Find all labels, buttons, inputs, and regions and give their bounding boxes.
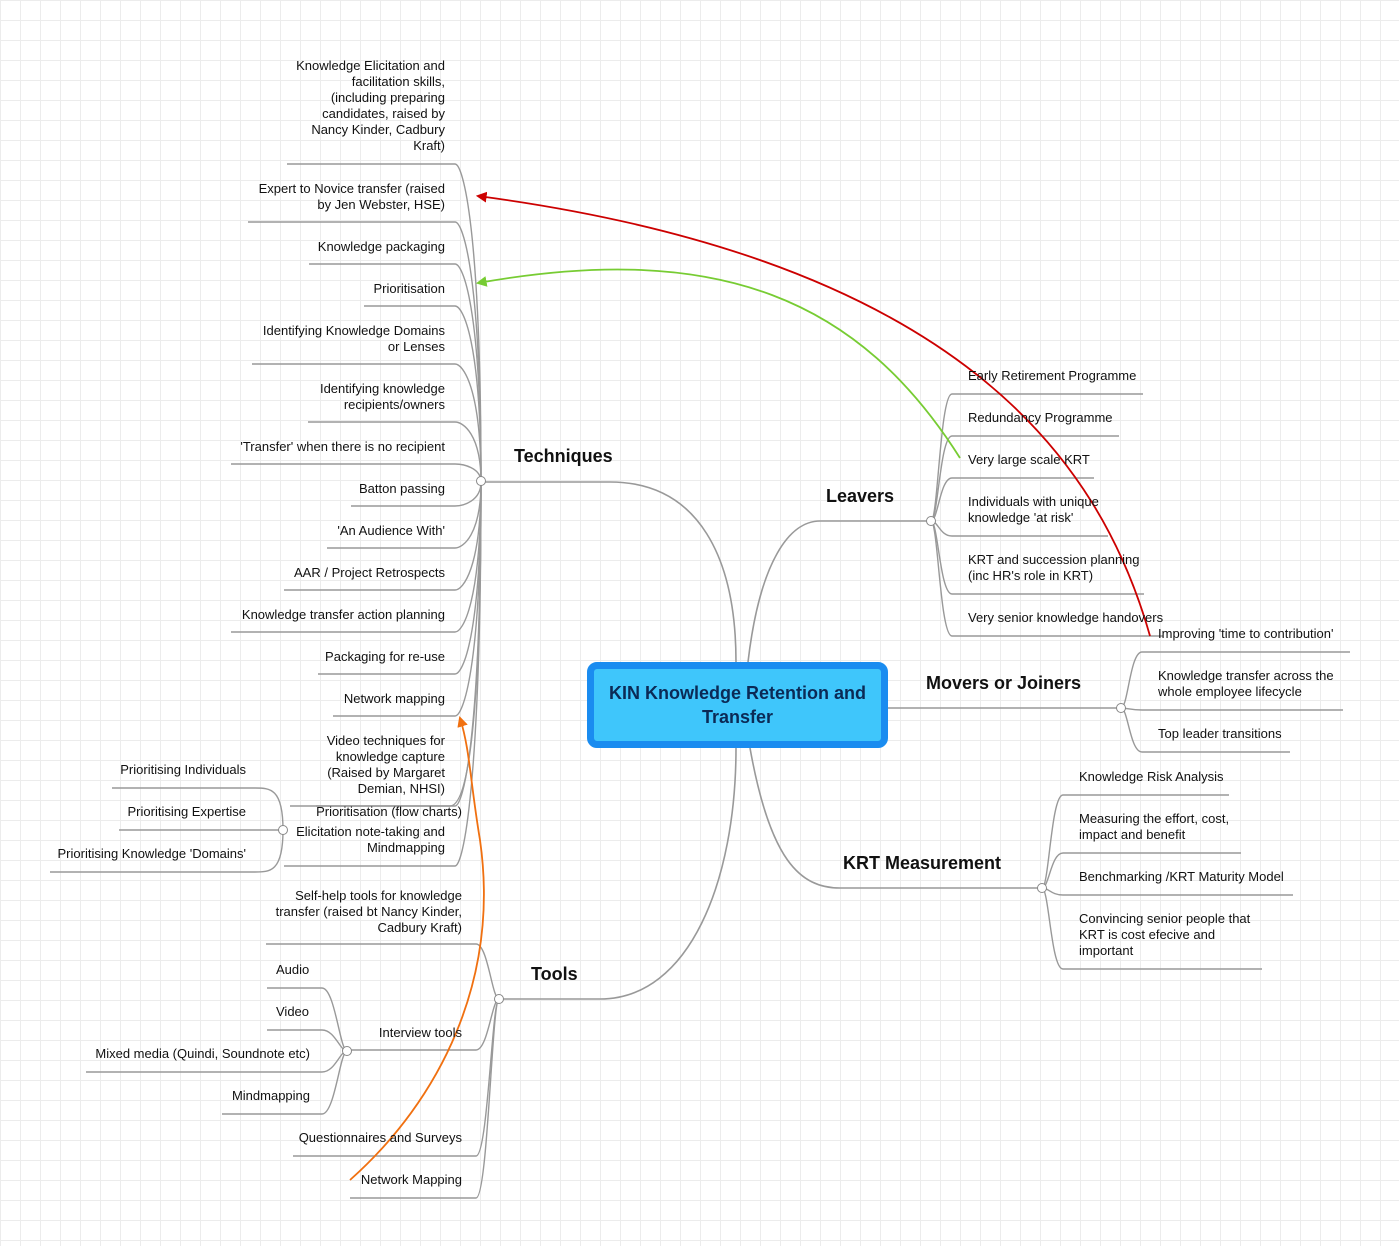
techniques-item-12[interactable]: Network mapping (343, 691, 445, 706)
prioritisation-child-1[interactable]: Prioritising Expertise (127, 804, 247, 819)
link-tools-item-3 (350, 998, 500, 1199)
link-techniques-item-14 (290, 481, 482, 807)
link-central-techniques (480, 481, 737, 663)
leavers-item-4[interactable]: KRT and succession planning(inc HR's rol… (968, 552, 1140, 583)
prioritisation-child-0[interactable]: Prioritising Individuals (120, 762, 246, 777)
link-prioritisation-child-2 (50, 829, 284, 873)
link-central-tools (499, 747, 737, 1000)
techniques-item-11[interactable]: Packaging for re-use (325, 649, 445, 664)
branch-tools[interactable]: Tools (531, 964, 578, 984)
techniques-item-6[interactable]: 'Transfer' when there is no recipient (240, 439, 445, 454)
techniques-item-7[interactable]: Batton passing (358, 481, 445, 496)
prioritisation-collapse-toggle[interactable] (278, 825, 288, 835)
link-prioritisation-child-0 (112, 787, 284, 831)
central-topic[interactable]: KIN Knowledge Retention and Transfer (587, 662, 888, 748)
leavers-item-1[interactable]: Redundancy Programme (968, 410, 1113, 425)
interview-child-3[interactable]: Mindmapping (231, 1088, 310, 1103)
krt-collapse-toggle[interactable] (1037, 883, 1047, 893)
techniques-item-10[interactable]: Knowledge transfer action planning (241, 607, 445, 622)
interview-child-1[interactable]: Video (276, 1004, 310, 1019)
leavers-item-5[interactable]: Very senior knowledge handovers (968, 610, 1164, 625)
interview-child-0[interactable]: Audio (276, 962, 310, 977)
link-leavers-item-5 (930, 520, 1163, 637)
techniques-item-14[interactable]: Prioritisation (flow charts) (316, 804, 462, 819)
leavers-collapse-toggle[interactable] (926, 516, 936, 526)
movers-item-0[interactable]: Improving 'time to contribution' (1158, 626, 1334, 641)
prioritisation-child-2[interactable]: Prioritising Knowledge 'Domains' (57, 846, 247, 861)
techniques-item-3[interactable]: Prioritisation (373, 281, 445, 296)
interview-child-2[interactable]: Mixed media (Quindi, Soundnote etc) (95, 1046, 310, 1061)
relation-arrow-green (475, 268, 961, 459)
relation-arrow-red (475, 191, 1151, 637)
branch-krt-measurement[interactable]: KRT Measurement (843, 853, 1002, 873)
tools-item-2[interactable]: Questionnaires and Surveys (298, 1130, 462, 1145)
movers-item-2[interactable]: Top leader transitions (1158, 726, 1282, 741)
link-krt-item-2 (1041, 887, 1293, 896)
link-techniques-item-3 (364, 305, 482, 483)
link-techniques-item-5 (308, 421, 482, 483)
link-techniques-item-6 (231, 463, 482, 483)
link-central-krt (749, 747, 1042, 889)
branch-movers-or-joiners[interactable]: Movers or Joiners (926, 673, 1082, 693)
link-techniques-item-4 (252, 363, 482, 483)
central-topic-label: KIN Knowledge Retention and Transfer (608, 683, 866, 727)
interview-tools-collapse-toggle[interactable] (342, 1046, 352, 1056)
link-movers-item-1 (1120, 707, 1343, 711)
leavers-item-0[interactable]: Early Retirement Programme (968, 368, 1137, 383)
techniques-item-9[interactable]: AAR / Project Retrospects (294, 565, 445, 580)
tools-item-1[interactable]: Interview tools (378, 1025, 462, 1040)
movers-collapse-toggle[interactable] (1116, 703, 1126, 713)
krt-item-2[interactable]: Benchmarking /KRT Maturity Model (1079, 869, 1284, 884)
krt-item-0[interactable]: Knowledge Risk Analysis (1079, 769, 1224, 784)
link-techniques-item-12 (333, 481, 482, 717)
branch-techniques[interactable]: Techniques (514, 446, 613, 466)
techniques-item-2[interactable]: Knowledge packaging (317, 239, 445, 254)
leavers-item-2[interactable]: Very large scale KRT (968, 452, 1090, 467)
tools-item-3[interactable]: Network Mapping (360, 1172, 462, 1187)
techniques-item-8[interactable]: 'An Audience With' (337, 523, 445, 538)
tools-collapse-toggle[interactable] (494, 994, 504, 1004)
krt-item-1[interactable]: Measuring the effort, cost,impact and be… (1079, 811, 1230, 842)
link-central-leavers (747, 520, 931, 663)
branch-leavers[interactable]: Leavers (826, 486, 895, 506)
techniques-collapse-toggle[interactable] (476, 476, 486, 486)
relation-arrow-orange (349, 715, 485, 1181)
